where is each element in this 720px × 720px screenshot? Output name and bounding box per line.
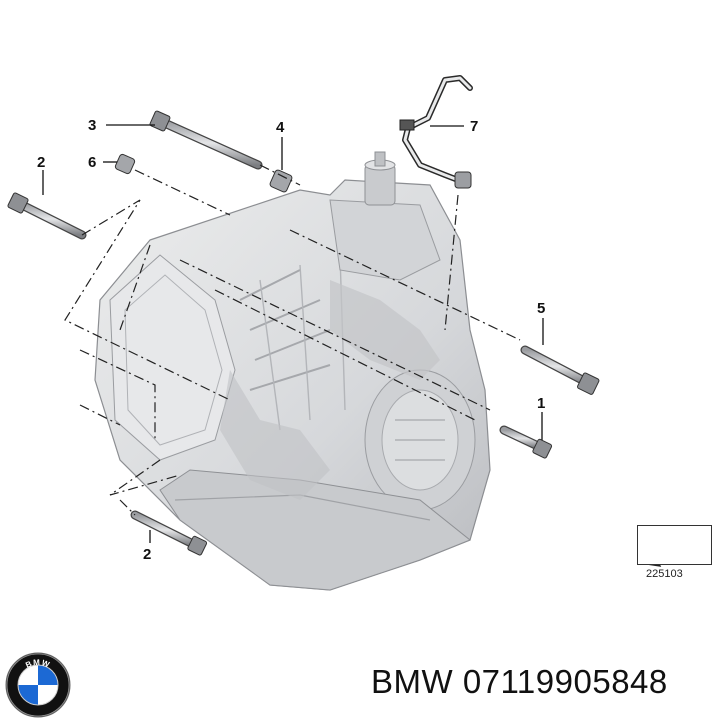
- leader-lines: [42, 124, 544, 543]
- alignment-lines: [64, 164, 521, 516]
- callout-6: 6: [88, 154, 97, 171]
- sleeve-4: [269, 169, 293, 193]
- bmw-logo-letters: BMW: [24, 658, 50, 670]
- svg-text:BMW: BMW: [24, 658, 51, 670]
- transmission-housing: [94, 151, 491, 591]
- callout-3: 3: [88, 117, 97, 134]
- callout-5: 5: [537, 300, 546, 317]
- callout-7: 7: [470, 118, 479, 135]
- callout-1: 1: [537, 395, 546, 412]
- bolt-3: [149, 110, 263, 170]
- callout-2-upper: 2: [37, 154, 46, 171]
- reference-code: 225103: [646, 568, 683, 580]
- bolt-5: [520, 345, 600, 395]
- sleeve-6: [114, 153, 136, 175]
- bolt-2-upper: [7, 192, 87, 240]
- bolt-1: [499, 425, 553, 459]
- footer-part-label: BMW 07119905848: [371, 663, 668, 700]
- callout-2-lower: 2: [143, 546, 152, 563]
- sensor-cable: [399, 75, 473, 189]
- callout-4: 4: [276, 119, 285, 136]
- bolt-2-lower: [130, 510, 208, 556]
- bmw-logo: BMW: [5, 652, 71, 718]
- reference-icon-box: [637, 525, 712, 565]
